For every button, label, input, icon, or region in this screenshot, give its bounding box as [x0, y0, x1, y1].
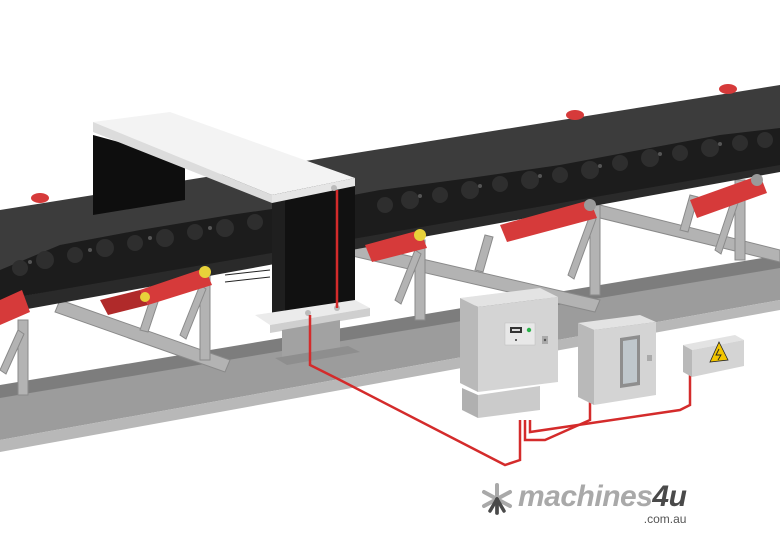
logo-accent: 4u [652, 480, 687, 513]
coal-load [0, 128, 780, 300]
machines4u-logo: machines 4u .com.au [480, 480, 687, 526]
junction-box [683, 335, 744, 377]
secondary-cabinet [578, 315, 656, 405]
logo-domain: .com.au [643, 512, 687, 526]
snowflake-logo-icon [482, 483, 512, 515]
idler-rollers [0, 174, 767, 325]
logo-wordmark: machines [518, 480, 653, 513]
main-control-cabinet [460, 288, 558, 418]
metal-detector-arch [93, 112, 370, 365]
cables [308, 190, 692, 467]
